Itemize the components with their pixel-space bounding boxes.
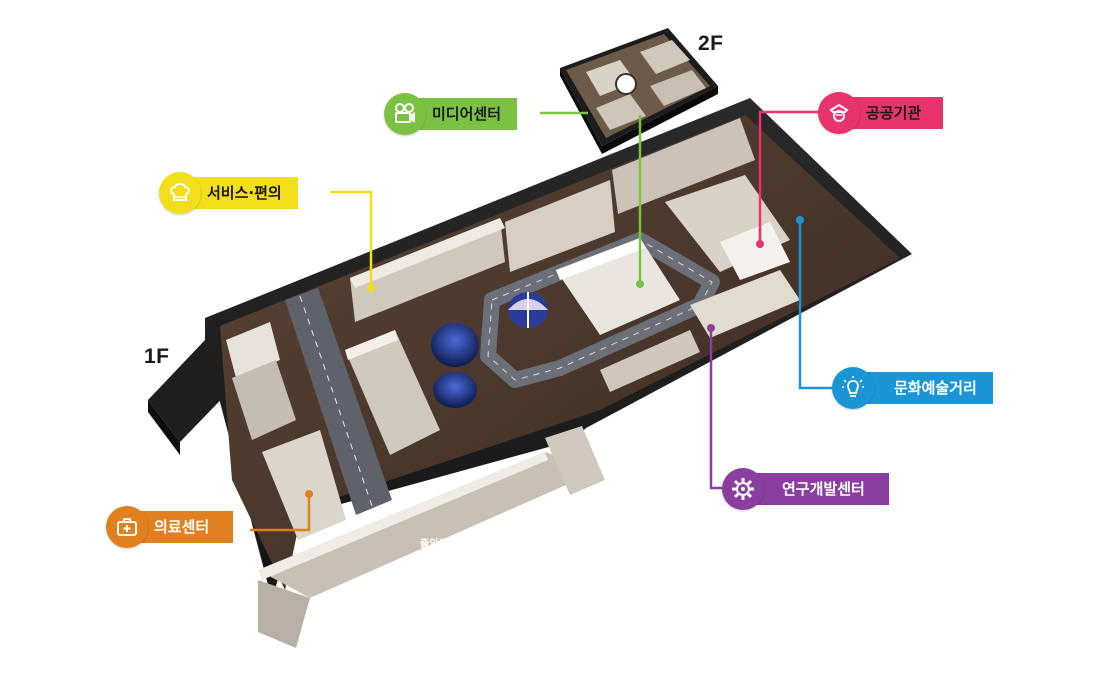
medical-kit-icon [106, 506, 148, 548]
domes [431, 292, 548, 408]
zone-tag-media-center[interactable]: 미디어센터 [384, 93, 518, 135]
gear-icon [722, 468, 764, 510]
zone-tag-medical-center[interactable]: 의료센터 [106, 506, 234, 548]
floor-label-1f: 1F [144, 345, 170, 368]
zone-tag-public-office[interactable]: 공공기관 [818, 92, 944, 134]
zone-label-public-office: 공공기관 [822, 97, 944, 129]
second-floor-model [560, 28, 718, 154]
zone-tag-service[interactable]: 서비스·편의 [159, 172, 298, 214]
chef-hat-icon [159, 172, 201, 214]
entrance-label: 출입구 [420, 539, 448, 550]
floor-label-2f: 2F [698, 32, 724, 55]
lightbulb-icon [832, 367, 874, 409]
police-icon [818, 92, 860, 134]
camera-icon [384, 93, 426, 135]
zone-tag-culture-street[interactable]: 문화예술거리 [832, 367, 993, 409]
zone-tag-rnd-center[interactable]: 연구개발센터 [722, 468, 889, 510]
